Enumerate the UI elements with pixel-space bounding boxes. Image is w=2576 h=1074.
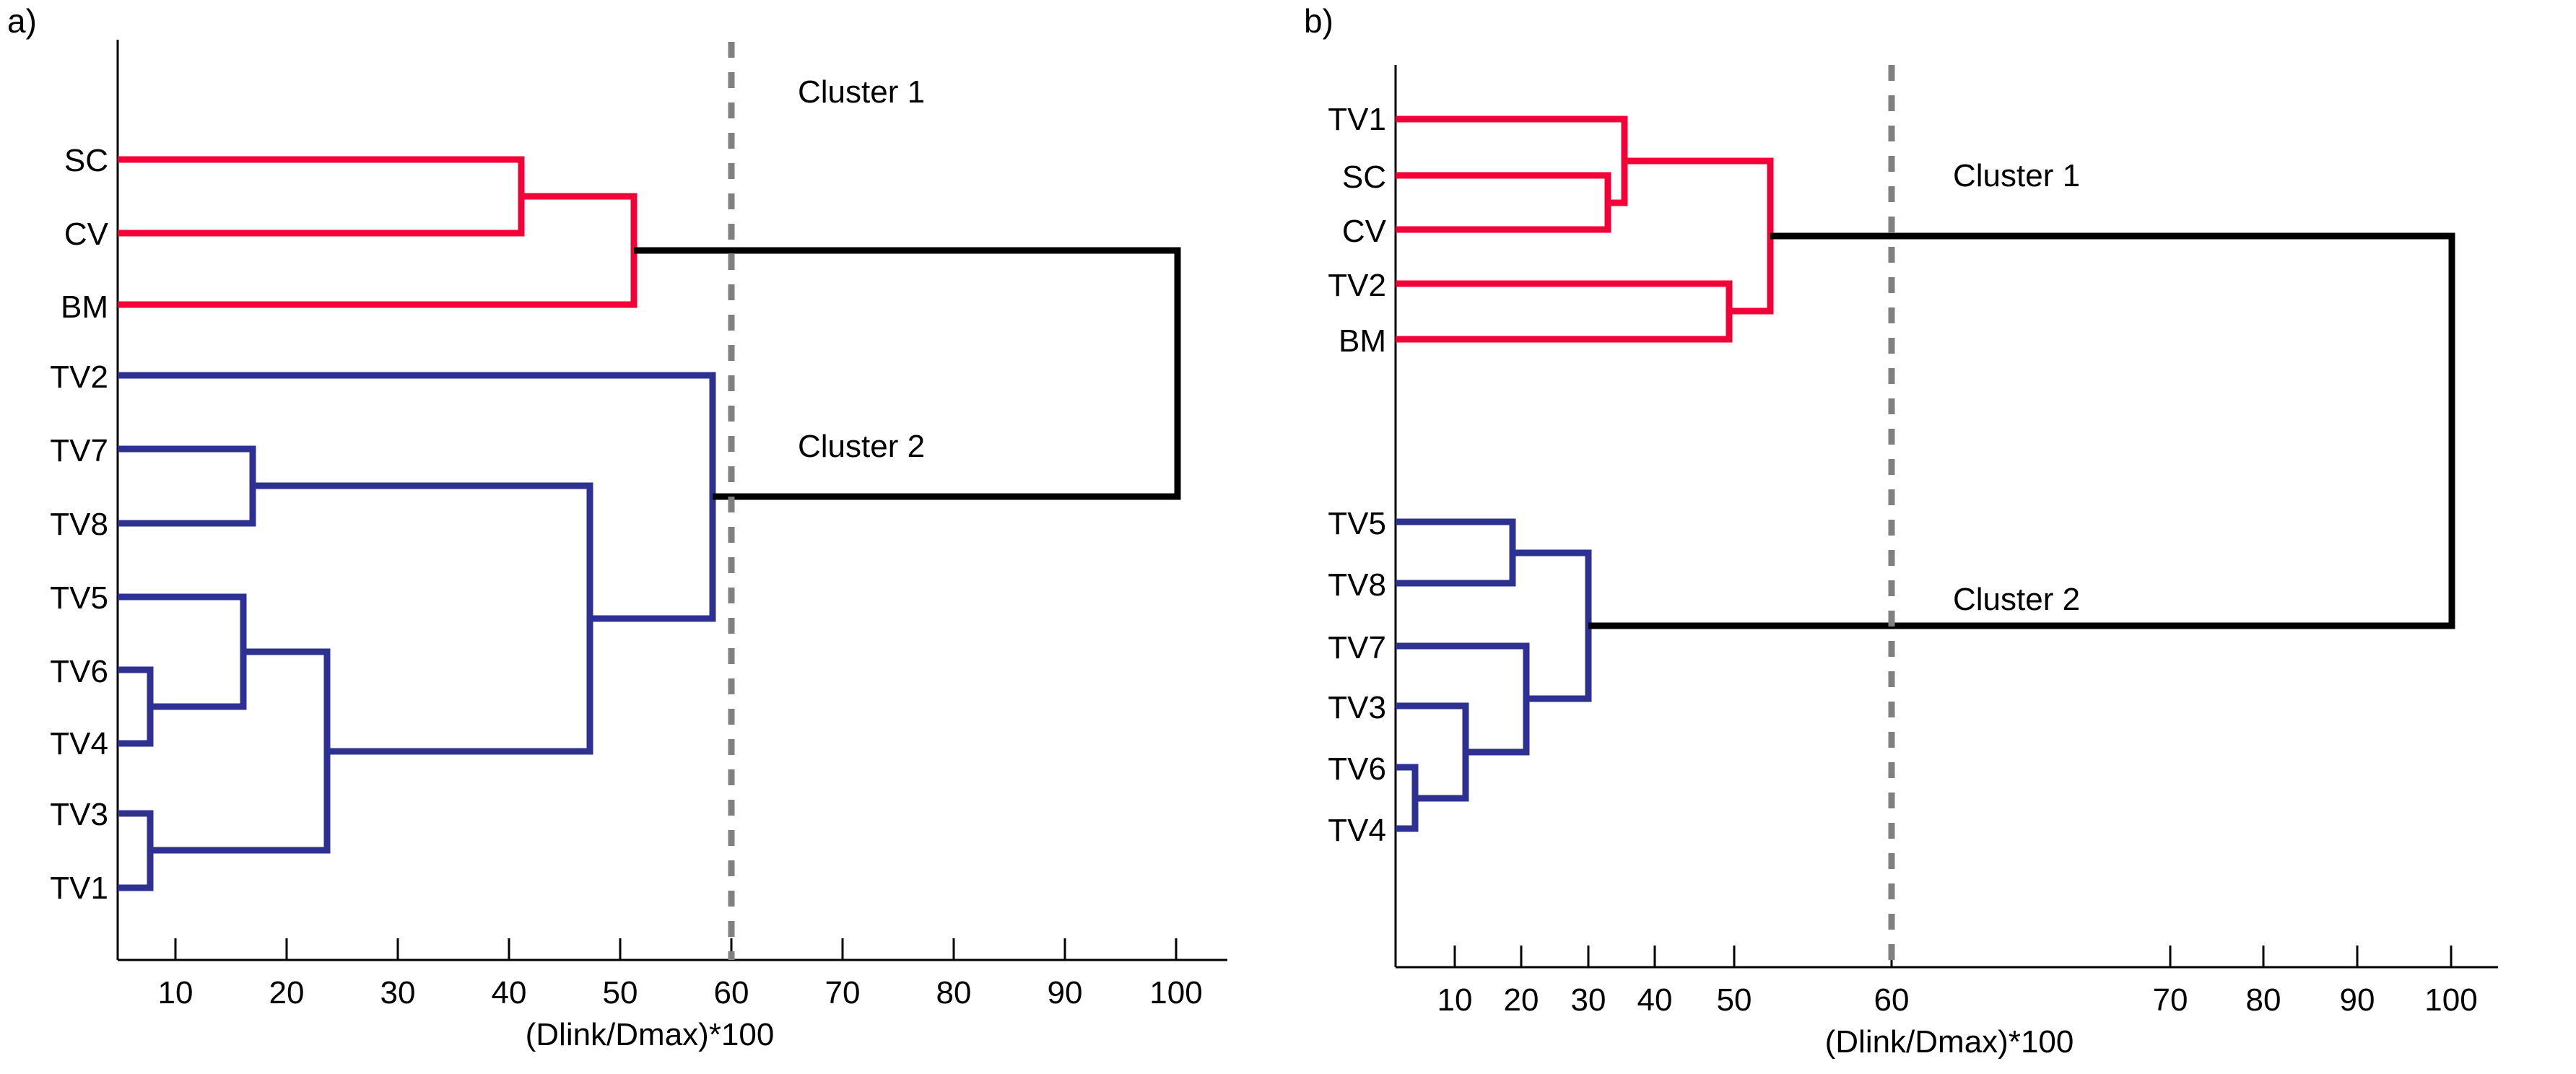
- panel-b-tick-80: 80: [2246, 982, 2281, 1018]
- panel-b-leaf-tv6: TV6: [1328, 751, 1386, 787]
- panel-b-leaf-tv3: TV3: [1328, 690, 1386, 725]
- panel-a-link-sc-cv: [118, 156, 525, 237]
- panel-a-leaf-tv1: TV1: [50, 870, 108, 906]
- panel-a-tick-90: 90: [1048, 975, 1083, 1010]
- panel-a-cluster-2-label: Cluster 2: [798, 429, 925, 464]
- panel-a-leaf-cv: CV: [64, 217, 109, 252]
- panel-b-tick-40: 40: [1637, 982, 1673, 1018]
- panel-b-tick-60: 60: [1874, 982, 1910, 1018]
- panel-b-link-tv7-tv3grp: [1396, 642, 1530, 756]
- panel-b-ticks: [1453, 946, 2453, 967]
- panel-a-tick-50: 50: [603, 975, 638, 1010]
- panel-a-leaf-tv5: TV5: [50, 580, 108, 616]
- panel-b-tick-20: 20: [1504, 982, 1539, 1018]
- panel-a-axis-title: (Dlink/Dmax)*100: [526, 1017, 775, 1052]
- panel-a-leaf-tv8: TV8: [50, 507, 108, 542]
- panel-a-leaf-sc: SC: [64, 143, 108, 178]
- panel-b-leaf-tv2: TV2: [1328, 268, 1386, 303]
- panel-b-link-red-root: [1624, 157, 1774, 315]
- panel-a-tick-100: 100: [1149, 975, 1202, 1010]
- panel-b-cluster-1-label: Cluster 1: [1953, 158, 2080, 193]
- panel-a-link-tv6-tv4: [118, 666, 154, 747]
- panel-b-axis-title: (Dlink/Dmax)*100: [1825, 1024, 2074, 1060]
- panel-b-tick-50: 50: [1717, 982, 1752, 1018]
- panel-b-leaf-tv7: TV7: [1328, 630, 1386, 665]
- panel-b-tick-30: 30: [1571, 982, 1606, 1018]
- panel-b-link-tv2-bm: [1396, 280, 1733, 343]
- panel-b-leaf-tv8: TV8: [1328, 567, 1386, 603]
- panel-b-leaf-tv5: TV5: [1328, 506, 1386, 541]
- panel-a-leaf-tv2: TV2: [50, 359, 108, 395]
- panel-a-leaf-tv4: TV4: [50, 726, 108, 761]
- panel-a-tick-20: 20: [269, 975, 305, 1010]
- panel-a-tick-40: 40: [492, 975, 527, 1010]
- panel-a-link-tv7-tv8: [118, 445, 256, 527]
- panel-b-link-tv3-tv6tv4: [1396, 702, 1469, 802]
- panel-a: a) 10 20 30 40 50 60 70: [7, 2, 1227, 1052]
- panel-a-tag: a): [7, 2, 37, 40]
- panel-a-link-root: [634, 247, 1181, 500]
- panel-a-leaf-tv7: TV7: [50, 433, 108, 468]
- panel-b-link-sc-cv: [1396, 172, 1611, 233]
- panel-b-link-root: [1588, 232, 2455, 629]
- panel-a-tick-30: 30: [380, 975, 416, 1010]
- panel-a-tick-10: 10: [158, 975, 193, 1010]
- panel-a-leaf-bm: BM: [61, 289, 108, 325]
- panel-a-tick-60: 60: [714, 975, 749, 1010]
- panel-a-link-tv7tv8-rest: [253, 482, 593, 755]
- panel-b-leaf-bm: BM: [1339, 323, 1386, 359]
- panel-a-link-tv2-rest: [118, 372, 716, 622]
- panel-b: b) 10 20 30 40 50 60 70: [1304, 2, 2498, 1060]
- panel-a-link-tv3-tv1: [118, 810, 154, 891]
- panel-b-tick-70: 70: [2153, 982, 2188, 1018]
- panel-b-cluster-2-label: Cluster 2: [1953, 582, 2080, 617]
- panel-a-cluster-1-label: Cluster 1: [798, 74, 925, 110]
- panel-b-tag: b): [1304, 2, 1333, 40]
- panel-a-link-sccv-bm: [118, 193, 638, 308]
- panel-b-link-tv1-sccv: [1396, 115, 1628, 206]
- panel-a-tick-80: 80: [936, 975, 972, 1010]
- panel-a-link-tv5grp-tv3grp: [150, 648, 331, 854]
- panel-b-tick-10: 10: [1437, 982, 1473, 1018]
- panel-b-tick-90: 90: [2340, 982, 2375, 1018]
- panel-b-tick-100: 100: [2424, 982, 2477, 1018]
- panel-a-leaf-tv3: TV3: [50, 797, 108, 832]
- panel-b-leaf-tv4: TV4: [1328, 813, 1386, 848]
- panel-a-leaf-tv6: TV6: [50, 654, 108, 689]
- panel-b-link-tv5-tv8: [1396, 518, 1516, 587]
- panel-a-link-tv5-tv6tv4: [118, 593, 247, 710]
- panel-b-link-tv6-tv4: [1396, 764, 1419, 832]
- panel-b-leaf-tv1: TV1: [1328, 102, 1386, 137]
- panel-a-ticks: [174, 938, 1178, 960]
- panel-b-leaf-sc: SC: [1342, 160, 1386, 195]
- panel-a-tick-70: 70: [825, 975, 861, 1010]
- panel-b-leaf-cv: CV: [1342, 214, 1387, 249]
